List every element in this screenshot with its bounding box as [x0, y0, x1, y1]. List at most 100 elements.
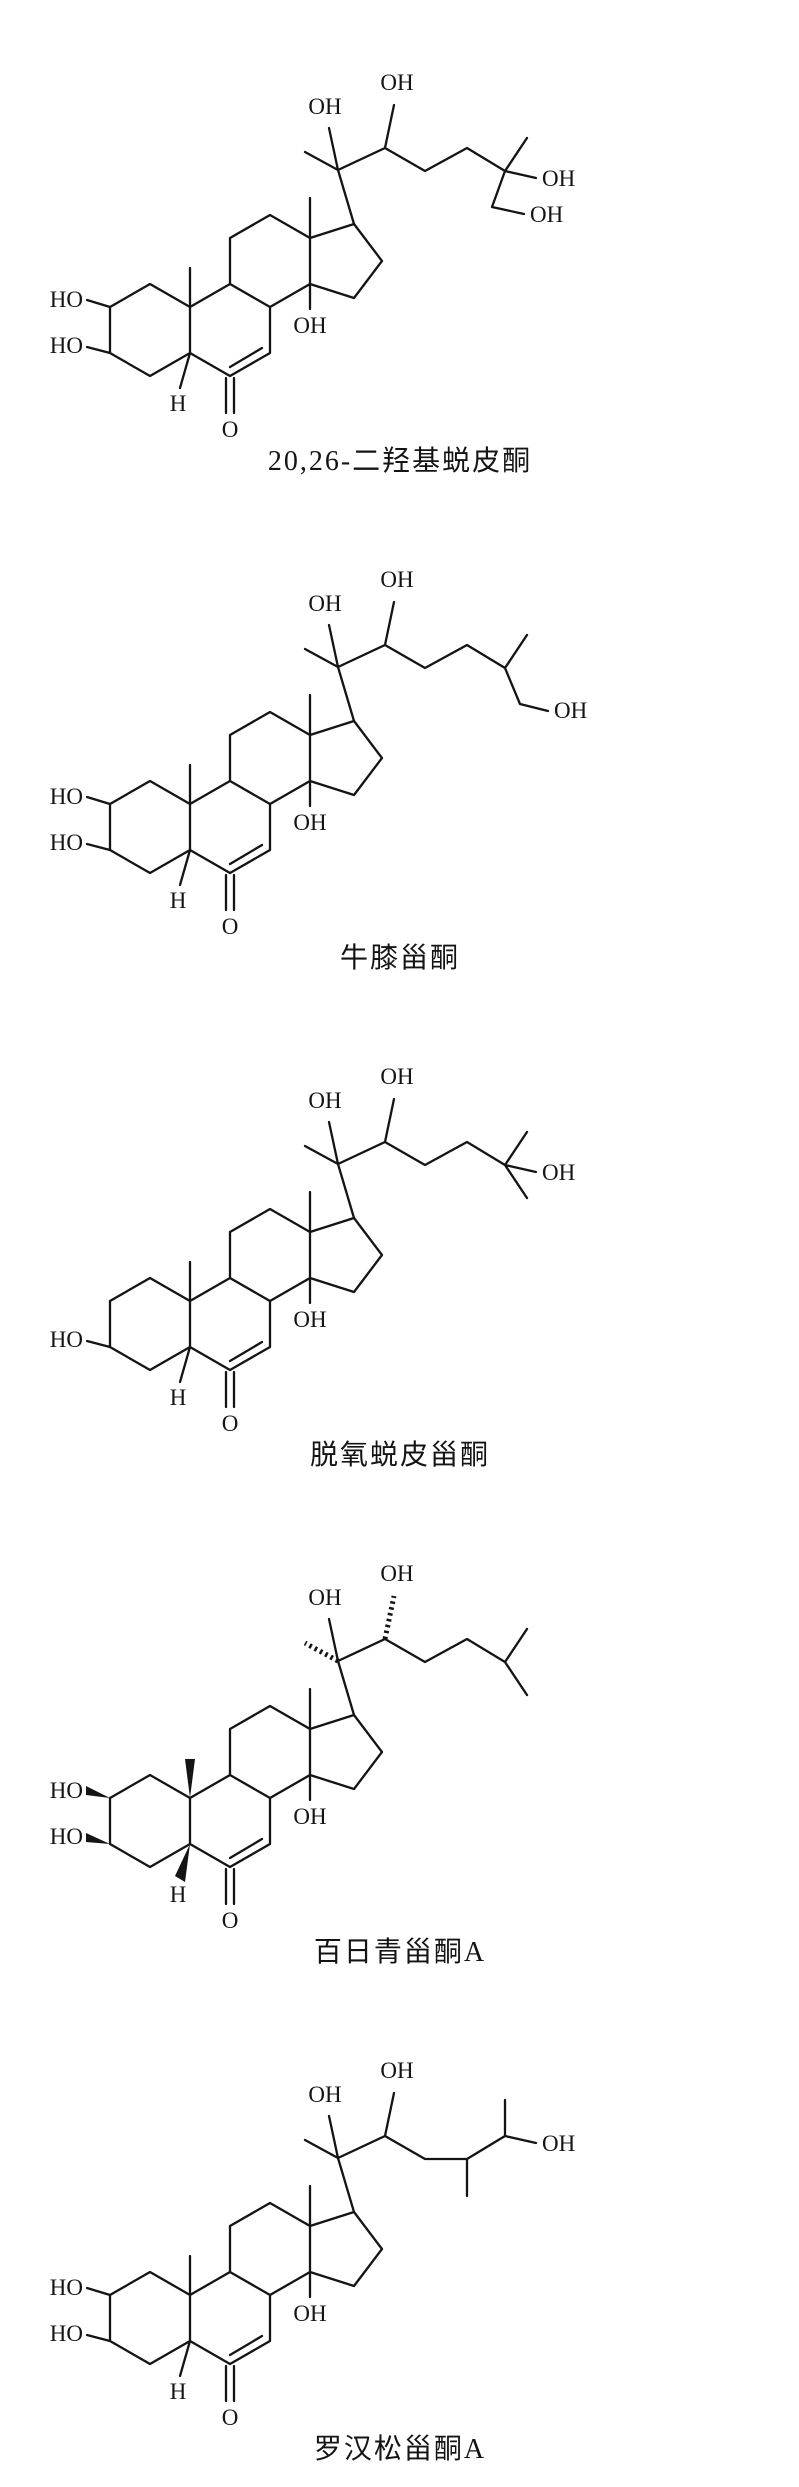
c6-ketone-oxygen-label: O — [222, 914, 239, 939]
steroid-core-bonds — [85, 2184, 384, 2403]
ring-skeleton — [108, 213, 384, 378]
c22-hydroxyl-label: OH — [380, 567, 413, 592]
c5-hydrogen-bond — [178, 848, 192, 887]
c14-hydroxyl-label: OH — [293, 1307, 326, 1332]
side-chain-skeleton — [303, 1097, 538, 1220]
c3-hydroxyl-label: HO — [50, 1824, 83, 1849]
c5-hydrogen-label: H — [170, 2379, 187, 2404]
side-chain-skeleton — [303, 2091, 538, 2214]
c3-hydroxyl-bond — [85, 2333, 112, 2343]
side-chain-skeleton — [303, 600, 550, 723]
c5-hydrogen-bond — [178, 1345, 192, 1384]
c20-hydroxyl-label: OH — [308, 1585, 341, 1610]
ring-b-double-bond — [228, 2334, 264, 2357]
c6-ketone-double-bond — [224, 2364, 236, 2403]
structure-1-drawing: OH OH HO HO H O OH OH OH 20,26-二羟基蜕皮酮 — [50, 70, 575, 477]
c20-hydroxyl-label: OH — [308, 1088, 341, 1113]
c6-ketone-oxygen-label: O — [222, 417, 239, 442]
c22-hydroxyl-label: OH — [380, 1064, 413, 1089]
side-chain-bonds — [303, 600, 550, 723]
structure-ponasterone-a: OH OH HO HO H O OH 百日青甾酮A — [0, 1491, 799, 1988]
c2-hydroxyl-bond — [85, 795, 112, 806]
structure-inokosterone: OH OH HO HO H O OH OH 牛膝甾酮 — [0, 497, 799, 994]
compound-name: 百日青甾酮A — [314, 1936, 486, 1968]
compound-name: 脱氧蜕皮甾酮 — [310, 1439, 490, 1471]
c20-hydroxyl-label: OH — [308, 94, 341, 119]
steroid-core-bonds — [85, 693, 384, 912]
steroid-core-bonds — [85, 196, 384, 415]
c3-hydroxyl-label: HO — [50, 2321, 83, 2346]
c19-methyl-wedge-bond — [185, 1759, 195, 1798]
compound-name: 罗汉松甾酮A — [314, 2433, 486, 2465]
c2-hydroxyl-label: HO — [50, 2275, 83, 2300]
c25-hydroxyl-label: OH — [542, 2131, 575, 2156]
structure-deoxyecdysterone: OH OH HO H O OH OH 脱氧蜕皮甾酮 — [0, 994, 799, 1491]
structure-3-drawing: OH OH HO H O OH OH 脱氧蜕皮甾酮 — [50, 1064, 575, 1471]
side-chain-bonds — [303, 103, 538, 226]
compound-name: 20,26-二羟基蜕皮酮 — [268, 445, 532, 477]
c2-hydroxyl-label: HO — [50, 1778, 83, 1803]
c3-hydroxyl-label: HO — [50, 830, 83, 855]
c25-hydroxyl-label: OH — [542, 166, 575, 191]
c3-hydroxyl-bond — [85, 345, 112, 355]
c5-hydrogen-label: H — [170, 1882, 187, 1907]
c14-hydroxyl-label: OH — [293, 313, 326, 338]
ring-b-double-bond — [228, 1340, 264, 1363]
c5-hydrogen-bond — [178, 2339, 192, 2378]
ring-skeleton — [108, 1704, 384, 1869]
c14-hydroxyl-label: OH — [293, 2301, 326, 2326]
c6-ketone-double-bond — [224, 376, 236, 415]
ring-b-double-bond — [228, 843, 264, 866]
c3-hydroxyl-bond — [85, 1339, 112, 1349]
c3-hydroxyl-label: HO — [50, 1327, 83, 1352]
c5-hydrogen-wedge-bond — [175, 1844, 190, 1882]
c25-hydroxyl-label: OH — [542, 1160, 575, 1185]
structure-makisterone-a: OH OH HO HO H O OH OH 罗汉松甾酮A — [0, 1988, 799, 2485]
structure-4-drawing: OH OH HO HO H O OH 百日青甾酮A — [50, 1561, 529, 1968]
c5-hydrogen-label: H — [170, 888, 187, 913]
c6-ketone-double-bond — [224, 1867, 236, 1906]
c5-hydrogen-bond — [178, 351, 192, 390]
c6-ketone-oxygen-label: O — [222, 1411, 239, 1436]
side-chain-skeleton — [303, 103, 538, 226]
c20-hydroxyl-label: OH — [308, 2082, 341, 2107]
c2-hydroxyl-wedge-bond — [86, 1786, 110, 1798]
side-chain-bonds — [303, 1097, 538, 1220]
c14-hydroxyl-label: OH — [293, 810, 326, 835]
c14-hydroxyl-label: OH — [293, 1804, 326, 1829]
c6-ketone-oxygen-label: O — [222, 1908, 239, 1933]
c3-hydroxyl-bond — [85, 842, 112, 852]
c2-hydroxyl-bond — [85, 2286, 112, 2297]
c22-hydroxyl-label: OH — [380, 1561, 413, 1586]
c22-hydroxyl-label: OH — [380, 70, 413, 95]
ring-skeleton — [108, 2201, 384, 2366]
c5-hydrogen-label: H — [170, 391, 187, 416]
structure-2-drawing: OH OH HO HO H O OH OH 牛膝甾酮 — [50, 567, 587, 974]
side-chain-skeleton — [327, 1617, 529, 1717]
ring-b-double-bond — [228, 346, 264, 369]
ring-skeleton — [108, 1207, 384, 1372]
structure-20-26-dihydroxyecdysone: OH OH HO HO H O OH OH OH 20,26-二羟基蜕皮酮 — [0, 0, 799, 497]
compound-name: 牛膝甾酮 — [340, 942, 460, 974]
c22-hydroxyl-label: OH — [380, 2058, 413, 2083]
c26-hydroxyl-label: OH — [554, 698, 587, 723]
c5-hydrogen-label: H — [170, 1385, 187, 1410]
ring-b-double-bond — [228, 1837, 264, 1860]
c6-ketone-double-bond — [224, 873, 236, 912]
side-chain-bonds — [303, 1595, 529, 1717]
c3-hydroxyl-label: HO — [50, 333, 83, 358]
steroid-core-bonds — [85, 1190, 384, 1409]
c26-hydroxyl-label: OH — [530, 202, 563, 227]
c6-ketone-oxygen-label: O — [222, 2405, 239, 2430]
c22-hydroxyl-hashed-bond — [382, 1595, 397, 1640]
c20-hydroxyl-label: OH — [308, 591, 341, 616]
c3-hydroxyl-wedge-bond — [86, 1833, 110, 1844]
c6-ketone-double-bond — [224, 1370, 236, 1409]
c21-methyl-hashed-bond — [303, 1640, 340, 1664]
c2-hydroxyl-label: HO — [50, 784, 83, 809]
c2-hydroxyl-label: HO — [50, 287, 83, 312]
structure-5-drawing: OH OH HO HO H O OH OH 罗汉松甾酮A — [50, 2058, 575, 2465]
steroid-core-bonds — [86, 1687, 384, 1906]
ring-skeleton — [108, 710, 384, 875]
